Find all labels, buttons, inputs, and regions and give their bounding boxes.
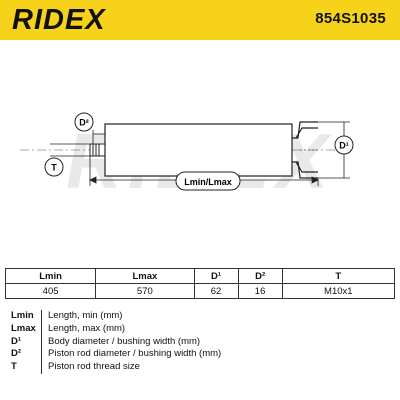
legend-key: Lmin <box>11 310 34 321</box>
brand-logo: RIDEX <box>12 4 106 34</box>
spec-value-cell: M10x1 <box>281 283 396 299</box>
legend-item: D² Piston rod diameter / bushing width (… <box>11 348 222 362</box>
legend-key: D¹ <box>11 335 22 347</box>
body-cylinder <box>104 123 293 177</box>
legend-description: Piston rod diameter / bushing width (mm) <box>48 348 222 360</box>
legend-key: D² <box>11 348 22 360</box>
legend-key: Lmax <box>11 322 36 334</box>
legend-description: Piston rod thread size <box>48 361 140 373</box>
spec-header-cell: Lmax <box>95 268 195 284</box>
d2-callout: D² <box>74 112 94 132</box>
shock-absorber-drawing: RIDEX D² T <box>20 112 355 205</box>
legend-item: Lmin Length, min (mm) <box>11 310 221 323</box>
fork-mount <box>292 121 318 179</box>
legend-item: T Piston rod thread size <box>11 361 221 374</box>
spec-table: Lmin Lmax D¹ D² T 405 570 62 16 M10x1 <box>4 268 396 299</box>
spec-value-cell: 62 <box>193 283 239 299</box>
part-number: 854S1035 <box>315 10 386 27</box>
d1-callout: D¹ <box>334 135 354 155</box>
t-dimension <box>50 143 90 157</box>
spec-value-cell: 16 <box>237 283 283 299</box>
legend-item: D¹ Body diameter / bushing width (mm) <box>11 335 221 349</box>
svg-text:D²: D² <box>79 118 89 128</box>
spec-header-cell: D² <box>237 268 283 284</box>
svg-text:RIDEX: RIDEX <box>12 4 106 34</box>
length-callout: Lmin/Lmax <box>175 171 241 191</box>
piston-rod <box>89 143 106 157</box>
legend-description: Body diameter / bushing width (mm) <box>48 335 201 347</box>
svg-text:T: T <box>51 163 57 173</box>
spec-header-cell: D¹ <box>193 268 239 284</box>
spec-header-row: Lmin Lmax D¹ D² T <box>4 268 396 284</box>
spec-value-cell: 570 <box>95 283 195 299</box>
legend-item: Lmax Length, max (mm) <box>11 322 221 336</box>
spec-header-cell: T <box>281 268 396 284</box>
svg-text:D¹: D¹ <box>339 141 349 151</box>
d2-dimension <box>92 130 106 144</box>
brand-header: RIDEX 854S1035 <box>0 0 400 40</box>
spec-header-cell: Lmin <box>4 268 97 284</box>
legend-description: Length, max (mm) <box>48 322 126 334</box>
spec-value-row: 405 570 62 16 M10x1 <box>4 283 396 299</box>
legend-key: T <box>11 361 17 373</box>
legend: Lmin Length, min (mm) Lmax Length, max (… <box>11 310 221 374</box>
legend-description: Length, min (mm) <box>48 310 123 321</box>
spec-value-cell: 405 <box>4 283 97 299</box>
t-callout: T <box>44 157 64 177</box>
svg-text:Lmin/Lmax: Lmin/Lmax <box>184 177 232 187</box>
